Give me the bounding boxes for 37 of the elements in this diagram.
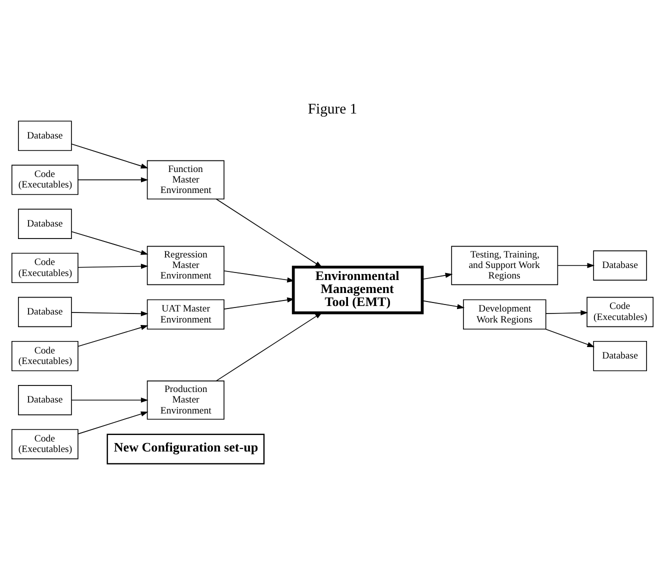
node-box: Development Work Regions [463,299,546,330]
node-box: Code (Executables) [11,252,78,284]
node-box: Code (Executables) [11,340,78,372]
node-box: UAT Master Environment [146,299,224,330]
node-box: Database [18,208,72,239]
arrow [422,272,453,280]
node-box: Database [593,250,647,281]
node-box: Code (Executables) [11,164,78,195]
node-box: Function Master Environment [146,160,224,200]
node-box: Code (Executables) [11,429,78,460]
arrow [216,312,322,382]
node-box: New Configuration set-up [106,434,265,464]
arrow [557,262,595,268]
node-box: Code (Executables) [586,296,654,328]
arrow [422,300,465,310]
arrow [71,398,148,403]
node-box: Environmental Management Tool (EMT) [292,266,424,314]
arrow [78,264,148,269]
arrow [545,328,595,348]
arrow [71,311,148,316]
arrow [78,177,148,182]
arrow [224,270,295,283]
node-box: Production Master Environment [146,380,224,420]
node-box: Testing, Training, and Support Work Regions [451,246,558,286]
node-box: Database [18,120,72,151]
node-box: Database [18,296,72,328]
node-box: Database [593,340,647,372]
arrow [71,144,148,168]
arrow [78,411,148,434]
arrow [545,310,588,316]
node-box: Database [18,385,72,416]
arrow [216,198,322,268]
arrow [78,325,148,347]
diagram-title: Figure 1 [308,101,358,118]
arrow [224,297,295,310]
node-box: Regression Master Environment [146,246,224,286]
arrow [71,231,148,255]
